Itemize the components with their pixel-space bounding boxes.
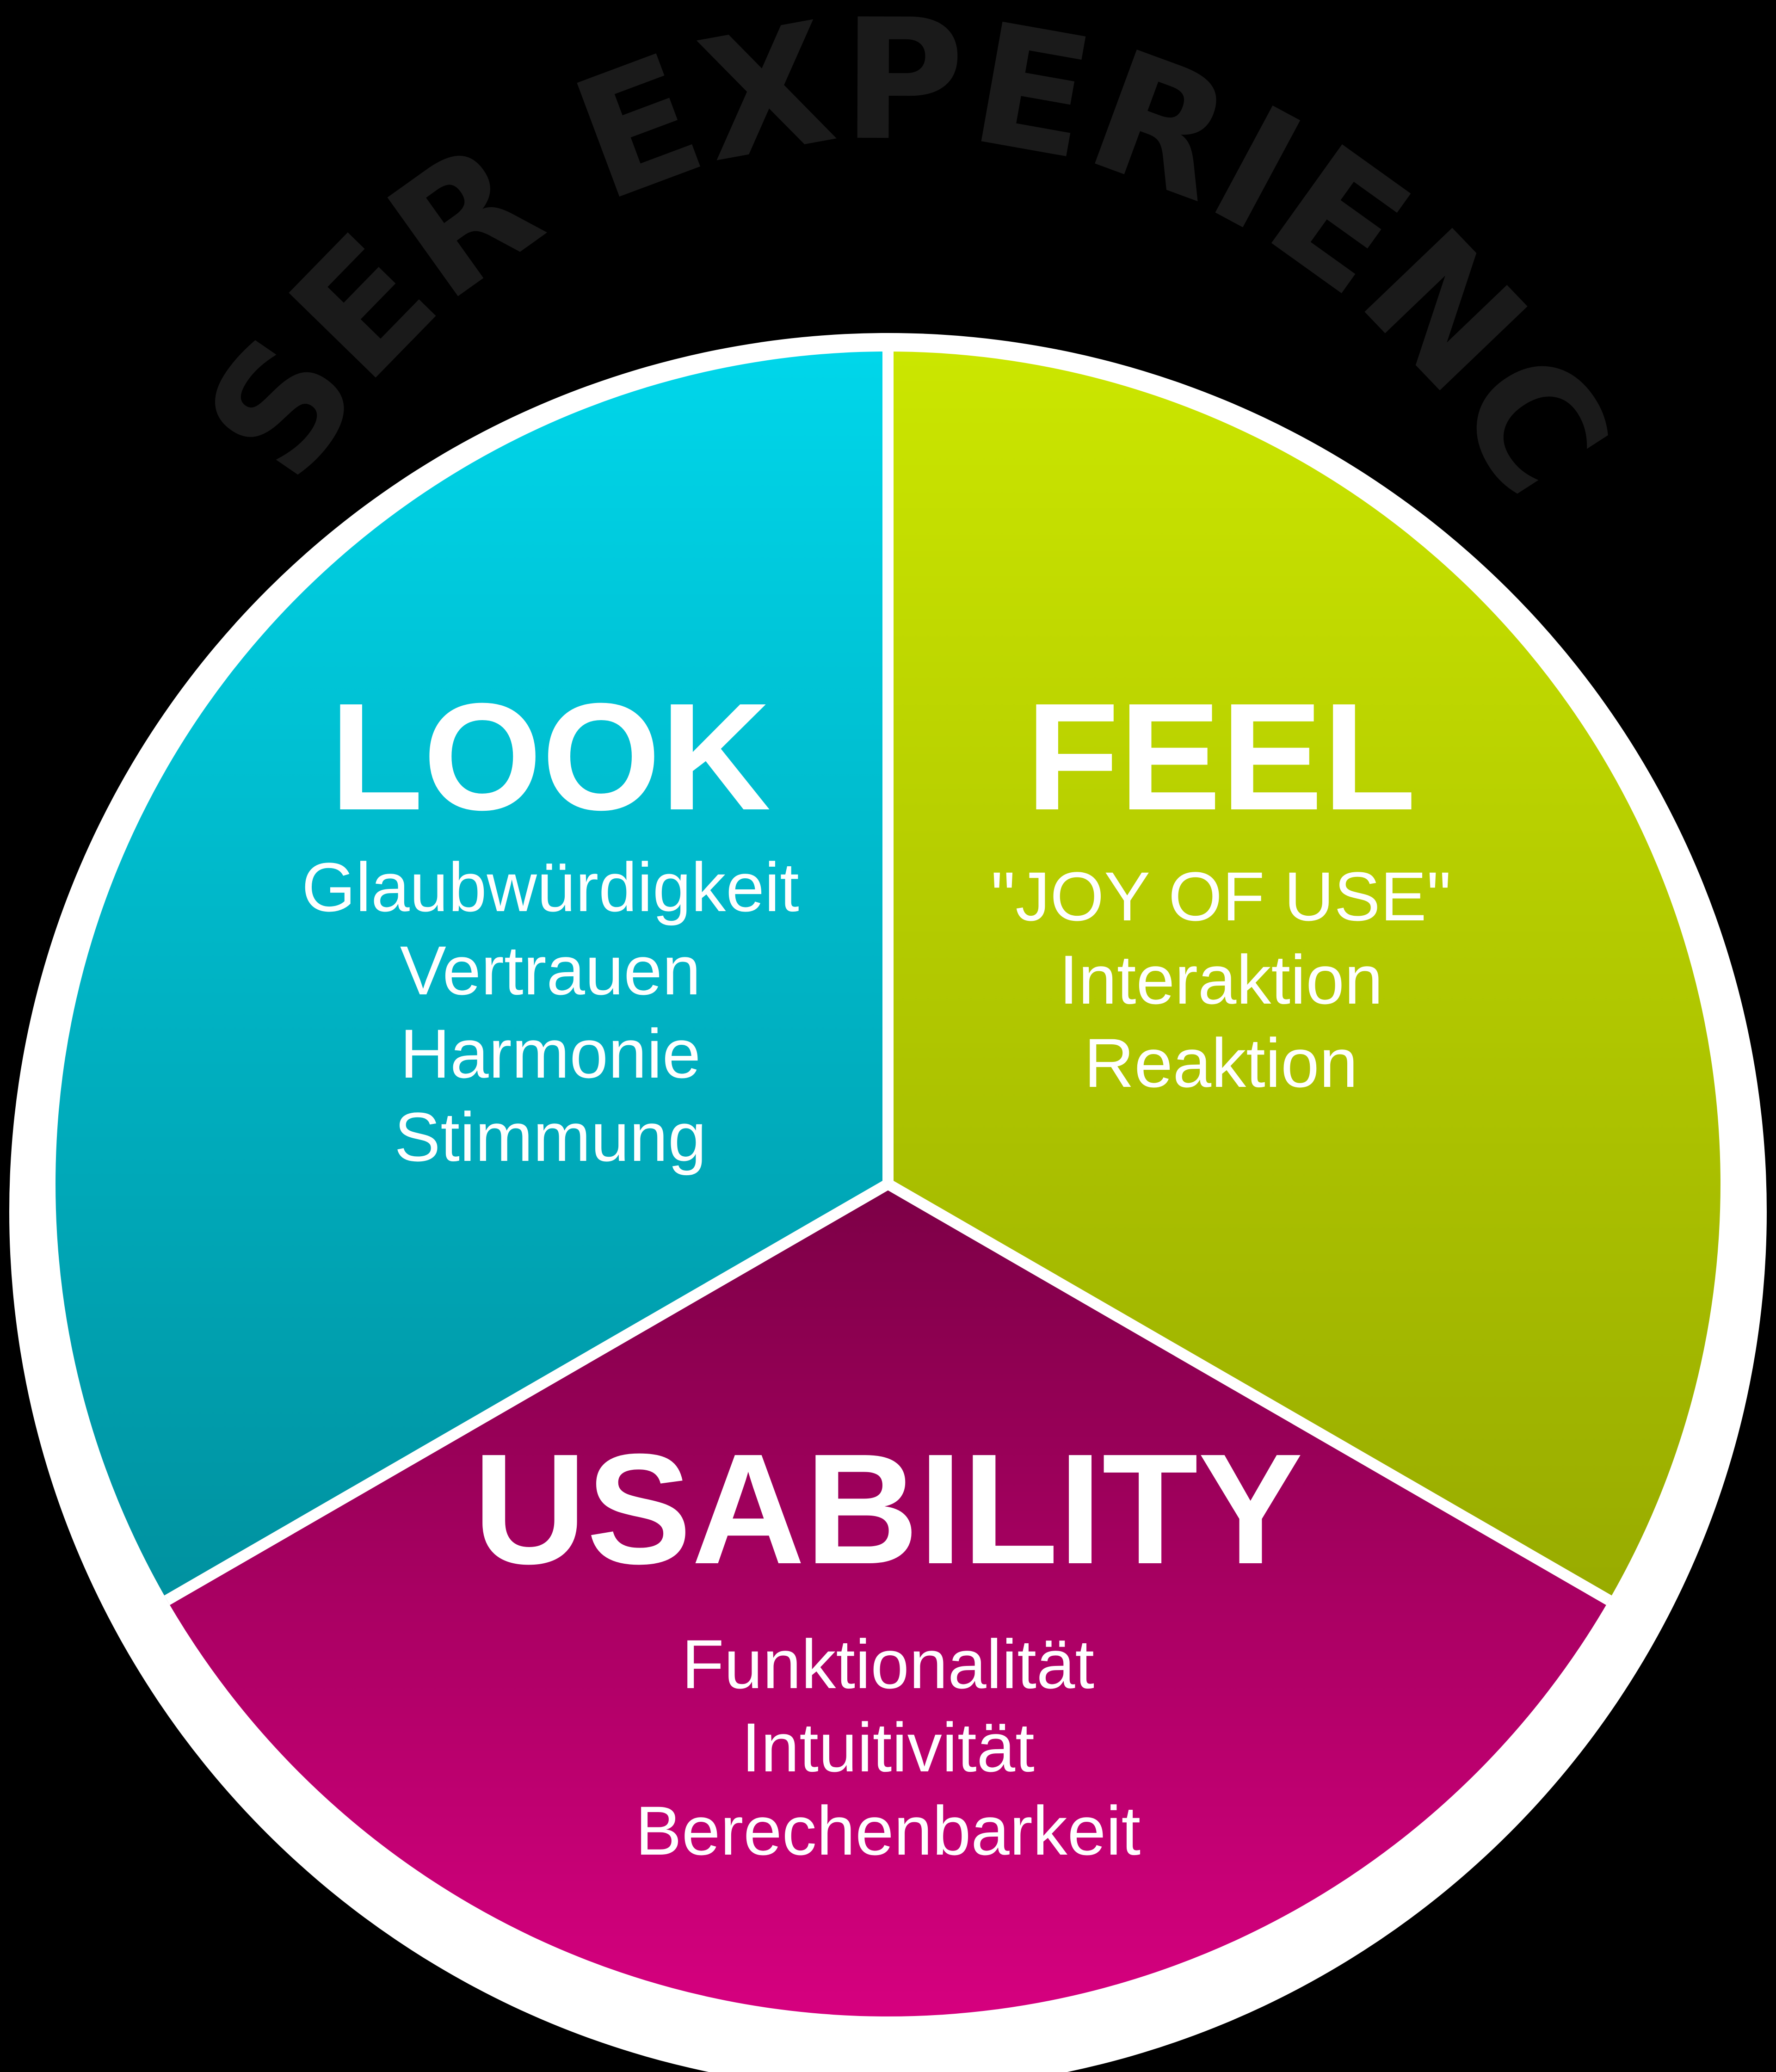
usability-title: USABILITY: [473, 1421, 1303, 1597]
look-sector: [56, 352, 888, 1600]
feel-line: Reaktion: [1084, 1024, 1358, 1102]
feel-line: Interaktion: [1059, 941, 1383, 1018]
look-line: Glaubwürdigkeit: [302, 848, 799, 926]
look-section: LOOK Glaubwürdigkeit Vertrauen Harmonie …: [302, 671, 799, 1176]
look-line: Stimmung: [394, 1098, 706, 1176]
feel-section: FEEL "JOY OF USE" Interaktion Reaktion: [991, 671, 1451, 1102]
usability-line: Funktionalität: [682, 1625, 1094, 1703]
feel-line: "JOY OF USE": [991, 857, 1451, 935]
usability-sector: [167, 1184, 1609, 2016]
separator-left: [164, 1179, 891, 1605]
separator-right: [885, 1179, 1612, 1605]
sector-separators: [164, 352, 1612, 1605]
usability-section: USABILITY Funktionalität Intuitivität Be…: [473, 1421, 1303, 1869]
look-line: Harmonie: [400, 1015, 701, 1092]
look-line: Vertrauen: [400, 931, 701, 1009]
look-title: LOOK: [330, 671, 771, 842]
feel-sector: [888, 352, 1720, 1600]
usability-line: Berechenbarkeit: [635, 1792, 1141, 1869]
feel-title: FEEL: [1026, 671, 1416, 842]
usability-line: Intuitivität: [741, 1708, 1035, 1786]
